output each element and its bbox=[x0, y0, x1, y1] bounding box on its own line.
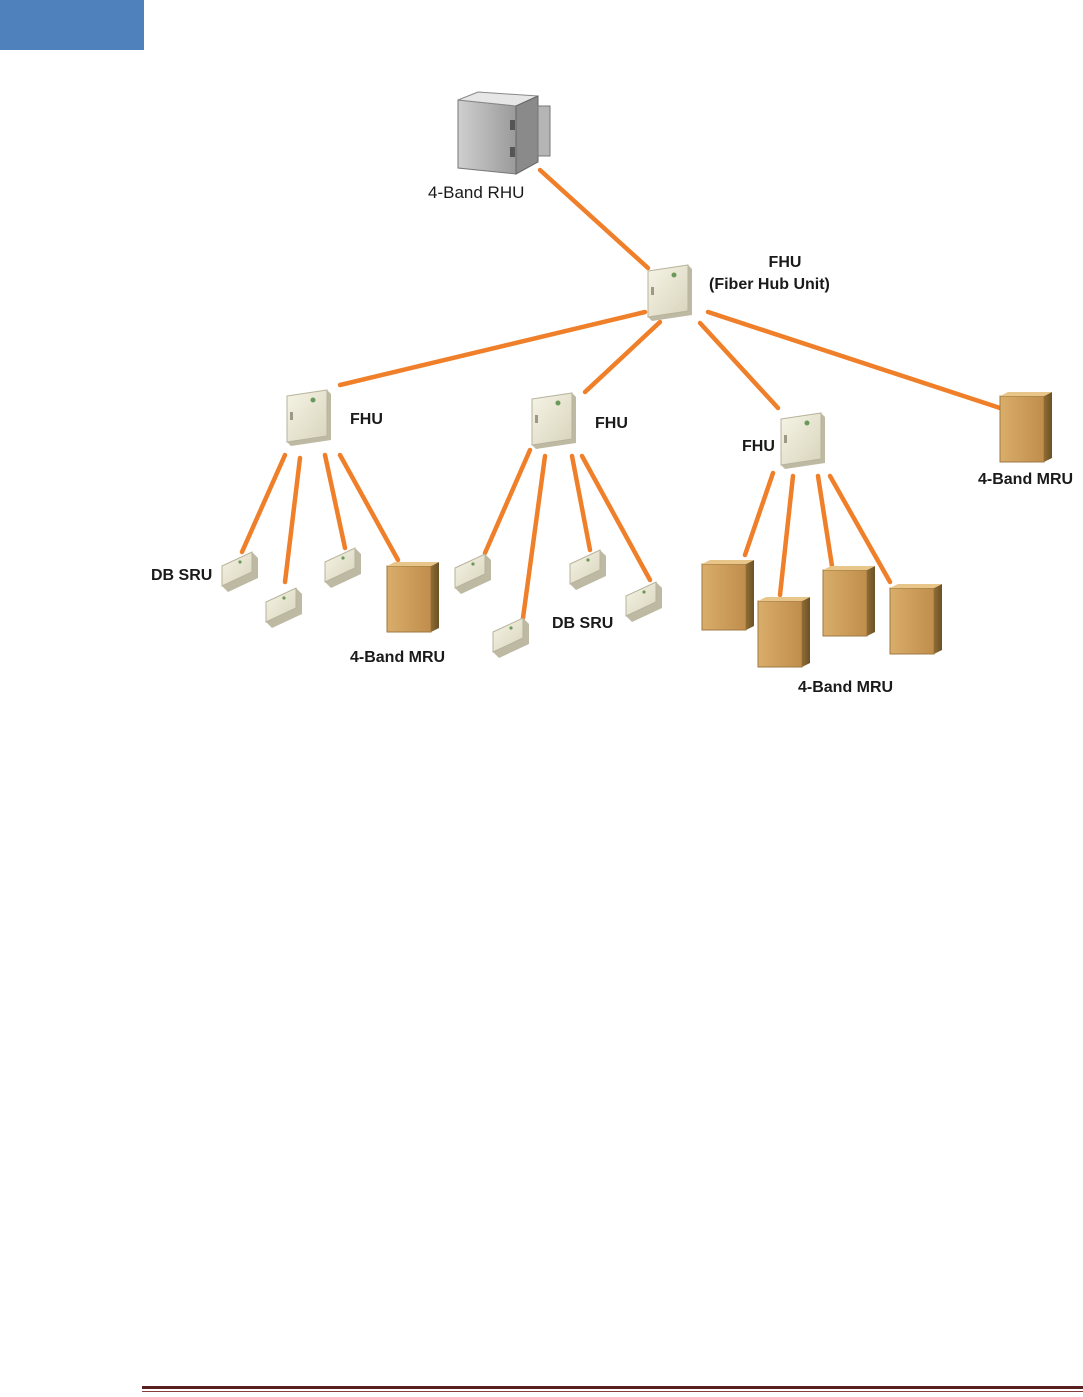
fhu-main-icon bbox=[648, 265, 692, 321]
left-sru-label: DB SRU bbox=[151, 567, 212, 585]
left-mru-label: 4-Band MRU bbox=[350, 649, 445, 667]
footer-rule-thin bbox=[142, 1391, 1083, 1392]
sru-mid-4-icon bbox=[626, 582, 662, 622]
link-mid-sru1 bbox=[485, 450, 530, 553]
fhu-mid-label: FHU bbox=[595, 415, 628, 433]
link-left-sru3 bbox=[325, 455, 345, 548]
link-fhu-mru bbox=[708, 312, 1000, 408]
fhu-left-label: FHU bbox=[350, 411, 383, 429]
fhu-mid-icon bbox=[532, 393, 576, 449]
fhu-main-label-line2: (Fiber Hub Unit) bbox=[709, 276, 830, 294]
sru-left-2-icon bbox=[266, 588, 302, 628]
mru-right-3-icon bbox=[823, 566, 875, 636]
rhu-label: 4-Band RHU bbox=[428, 183, 524, 203]
rhu-cabinet-icon bbox=[458, 92, 550, 174]
mru-right-1-icon bbox=[702, 560, 754, 630]
right-mru-label: 4-Band MRU bbox=[798, 679, 893, 697]
link-mid-sru2 bbox=[523, 456, 545, 618]
fhu-left-icon bbox=[287, 390, 331, 446]
sru-left-1-icon bbox=[222, 552, 258, 592]
sru-mid-3-icon bbox=[570, 550, 606, 590]
mru-left-icon bbox=[387, 562, 439, 632]
footer-rule bbox=[142, 1386, 1083, 1389]
mru-top-label: 4-Band MRU bbox=[978, 471, 1073, 489]
link-left-sru2 bbox=[285, 458, 300, 582]
network-topology-diagram bbox=[0, 0, 1083, 720]
mru-right-2-icon bbox=[758, 597, 810, 667]
mru-right-4-icon bbox=[890, 584, 942, 654]
link-fhu-left bbox=[340, 312, 645, 385]
fhu-right-icon bbox=[781, 413, 825, 469]
link-fhu-mid bbox=[585, 322, 660, 392]
link-fhu-right bbox=[700, 323, 778, 408]
sru-mid-1-icon bbox=[455, 554, 491, 594]
link-right-mru3 bbox=[818, 476, 832, 566]
mru-top-icon bbox=[1000, 392, 1052, 462]
sru-mid-2-icon bbox=[493, 618, 529, 658]
sru-left-3-icon bbox=[325, 548, 361, 588]
link-left-mru bbox=[340, 455, 398, 560]
link-right-mru2 bbox=[780, 476, 793, 595]
fhu-main-label-line1: FHU bbox=[755, 254, 815, 272]
link-left-sru1 bbox=[242, 455, 285, 552]
link-right-mru1 bbox=[745, 473, 773, 555]
mid-sru-label: DB SRU bbox=[552, 615, 613, 633]
fhu-right-label: FHU bbox=[742, 438, 775, 456]
link-rhu-fhu bbox=[540, 170, 648, 268]
